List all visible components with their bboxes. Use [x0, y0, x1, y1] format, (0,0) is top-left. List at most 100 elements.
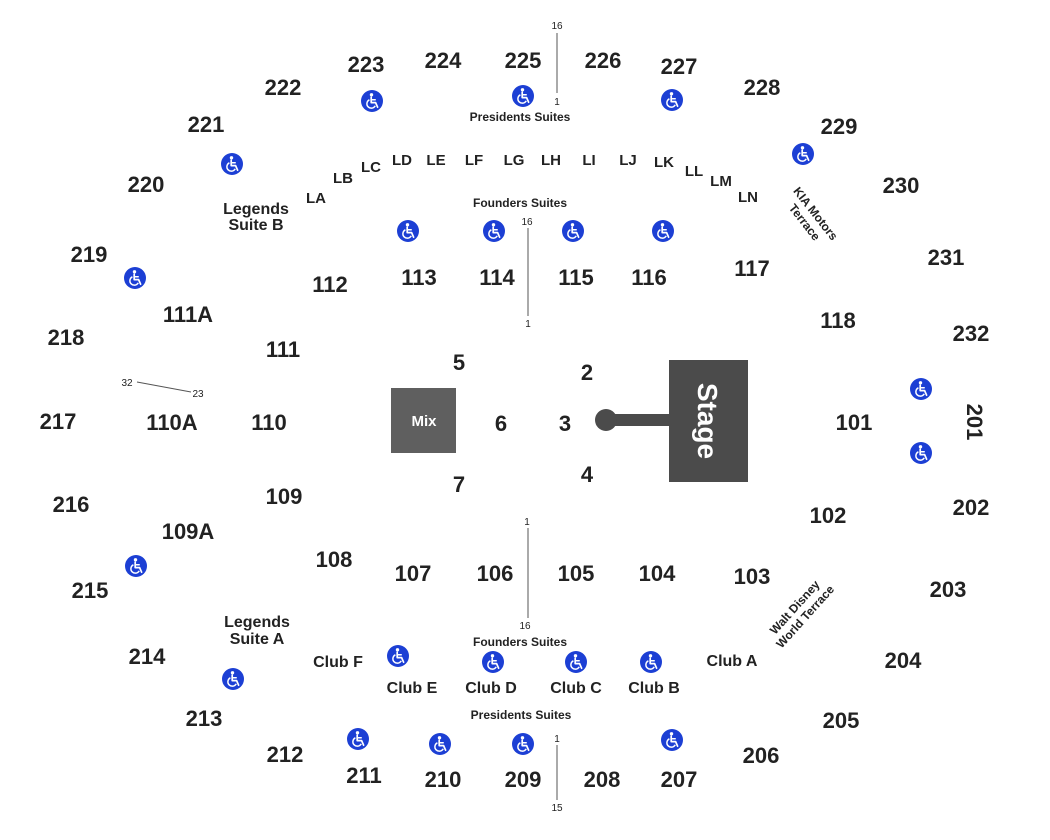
section-114[interactable]: 114: [479, 265, 515, 290]
legends-suite-a-line1[interactable]: Legends: [224, 614, 290, 631]
club-f[interactable]: Club F: [313, 654, 363, 671]
club-d[interactable]: Club D: [465, 680, 517, 697]
section-221[interactable]: 221: [188, 112, 225, 137]
wheelchair-icon[interactable]: [386, 644, 410, 668]
wheelchair-icon[interactable]: [651, 219, 675, 243]
section-112[interactable]: 112: [312, 272, 348, 297]
loge-LA[interactable]: LA: [306, 190, 326, 207]
section-111[interactable]: 111: [266, 337, 300, 362]
loge-LG[interactable]: LG: [504, 152, 525, 169]
legends-suite-b-line2[interactable]: Suite B: [228, 217, 283, 234]
section-216[interactable]: 216: [53, 492, 90, 517]
loge-LL[interactable]: LL: [685, 163, 703, 180]
kia-motors-terrace[interactable]: KIA Motors Terrace: [779, 184, 841, 252]
section-219[interactable]: 219: [71, 242, 108, 267]
section-231[interactable]: 231: [928, 245, 965, 270]
section-4[interactable]: 4: [581, 462, 594, 487]
section-209[interactable]: 209: [505, 767, 542, 792]
section-115[interactable]: 115: [558, 265, 594, 290]
loge-LN[interactable]: LN: [738, 189, 758, 206]
wheelchair-icon[interactable]: [639, 650, 663, 674]
loge-LJ[interactable]: LJ: [619, 152, 637, 169]
section-217[interactable]: 217: [40, 409, 77, 434]
section-228[interactable]: 228: [744, 75, 781, 100]
section-213[interactable]: 213: [186, 706, 223, 731]
section-7[interactable]: 7: [453, 472, 465, 497]
section-113[interactable]: 113: [401, 265, 437, 290]
section-105[interactable]: 105: [558, 561, 595, 586]
section-101[interactable]: 101: [836, 410, 873, 435]
club-b[interactable]: Club B: [628, 680, 680, 697]
section-106[interactable]: 106: [477, 561, 514, 586]
section-118[interactable]: 118: [820, 308, 856, 333]
wheelchair-icon[interactable]: [482, 219, 506, 243]
section-116[interactable]: 116: [631, 265, 667, 290]
stage[interactable]: [669, 360, 748, 482]
section-212[interactable]: 212: [267, 742, 304, 767]
wheelchair-icon[interactable]: [428, 732, 452, 756]
wheelchair-icon[interactable]: [221, 667, 245, 691]
wheelchair-icon[interactable]: [124, 554, 148, 578]
section-110A[interactable]: 110A: [146, 410, 197, 435]
section-204[interactable]: 204: [885, 648, 922, 673]
section-6[interactable]: 6: [495, 411, 507, 436]
section-214[interactable]: 214: [129, 644, 166, 669]
wheelchair-icon[interactable]: [123, 266, 147, 290]
section-110[interactable]: 110: [251, 410, 287, 435]
section-224[interactable]: 224: [425, 48, 462, 73]
presidents-suites-top[interactable]: Presidents Suites: [470, 110, 571, 124]
wheelchair-icon[interactable]: [909, 377, 933, 401]
section-218[interactable]: 218: [48, 325, 85, 350]
section-226[interactable]: 226: [585, 48, 622, 73]
section-203[interactable]: 203: [930, 577, 967, 602]
section-117[interactable]: 117: [734, 256, 770, 281]
loge-LC[interactable]: LC: [361, 159, 381, 176]
section-215[interactable]: 215: [72, 578, 109, 603]
wheelchair-icon[interactable]: [481, 650, 505, 674]
section-107[interactable]: 107: [395, 561, 432, 586]
wheelchair-icon[interactable]: [561, 219, 585, 243]
section-109[interactable]: 109: [266, 484, 303, 509]
wheelchair-icon[interactable]: [220, 152, 244, 176]
wheelchair-icon[interactable]: [396, 219, 420, 243]
section-225[interactable]: 225: [505, 48, 542, 73]
wheelchair-icon[interactable]: [660, 728, 684, 752]
club-c[interactable]: Club C: [550, 680, 602, 697]
wheelchair-icon[interactable]: [511, 84, 535, 108]
section-206[interactable]: 206: [743, 743, 780, 768]
loge-LH[interactable]: LH: [541, 152, 561, 169]
founders-suites-top[interactable]: Founders Suites: [473, 196, 567, 210]
club-e[interactable]: Club E: [387, 680, 438, 697]
presidents-suites-bottom[interactable]: Presidents Suites: [471, 708, 572, 722]
wheelchair-icon[interactable]: [909, 441, 933, 465]
section-222[interactable]: 222: [265, 75, 302, 100]
legends-suite-a-line2[interactable]: Suite A: [230, 631, 285, 648]
loge-LB[interactable]: LB: [333, 170, 353, 187]
section-208[interactable]: 208: [584, 767, 621, 792]
section-103[interactable]: 103: [734, 564, 771, 589]
wheelchair-icon[interactable]: [660, 88, 684, 112]
section-210[interactable]: 210: [425, 767, 462, 792]
section-202[interactable]: 202: [953, 495, 990, 520]
loge-LD[interactable]: LD: [392, 152, 412, 169]
section-205[interactable]: 205: [823, 708, 860, 733]
section-109A[interactable]: 109A: [162, 519, 215, 544]
club-a[interactable]: Club A: [707, 653, 758, 670]
founders-suites-bottom[interactable]: Founders Suites: [473, 635, 567, 649]
loge-LE[interactable]: LE: [426, 152, 445, 169]
section-111A[interactable]: 111A: [163, 302, 213, 327]
loge-LM[interactable]: LM: [710, 173, 732, 190]
section-104[interactable]: 104: [639, 561, 676, 586]
section-5[interactable]: 5: [453, 350, 465, 375]
wheelchair-icon[interactable]: [791, 142, 815, 166]
wheelchair-icon[interactable]: [360, 89, 384, 113]
walt-disney-world-terrace[interactable]: Walt Disney World Terrace: [763, 573, 837, 651]
section-223[interactable]: 223: [348, 52, 385, 77]
section-229[interactable]: 229: [821, 114, 858, 139]
loge-LK[interactable]: LK: [654, 154, 674, 171]
section-108[interactable]: 108: [316, 547, 353, 572]
section-3[interactable]: 3: [559, 411, 571, 436]
legends-suite-b-line1[interactable]: Legends: [223, 201, 289, 218]
wheelchair-icon[interactable]: [564, 650, 588, 674]
section-207[interactable]: 207: [661, 767, 698, 792]
